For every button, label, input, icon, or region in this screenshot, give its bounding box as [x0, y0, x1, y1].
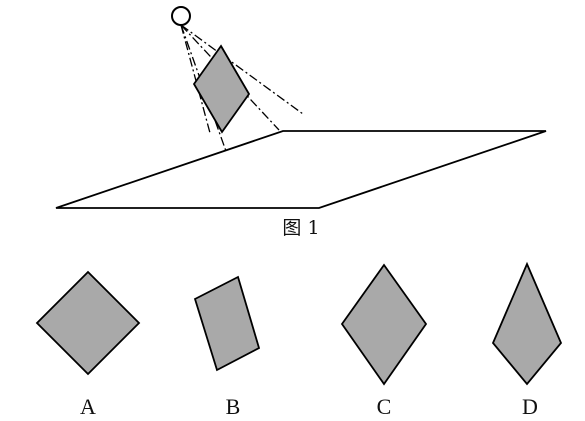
- option-c-label: C: [377, 394, 392, 419]
- option-d-label: D: [522, 394, 538, 419]
- light-ray: [180, 24, 211, 134]
- tilted-rhombus-card: [192, 44, 251, 134]
- option-b-shape: [193, 275, 261, 372]
- option-a-label: A: [80, 394, 96, 419]
- option-c-shape: [340, 263, 428, 386]
- option-b-label: B: [226, 394, 241, 419]
- option-d-shape: [491, 261, 563, 386]
- light-rays: [180, 24, 304, 169]
- figure-caption: 图 1: [282, 217, 319, 239]
- ground-plane: [55, 130, 547, 209]
- light-source-icon: [171, 6, 191, 26]
- light-ray: [180, 24, 304, 115]
- option-a-shape: [35, 270, 141, 376]
